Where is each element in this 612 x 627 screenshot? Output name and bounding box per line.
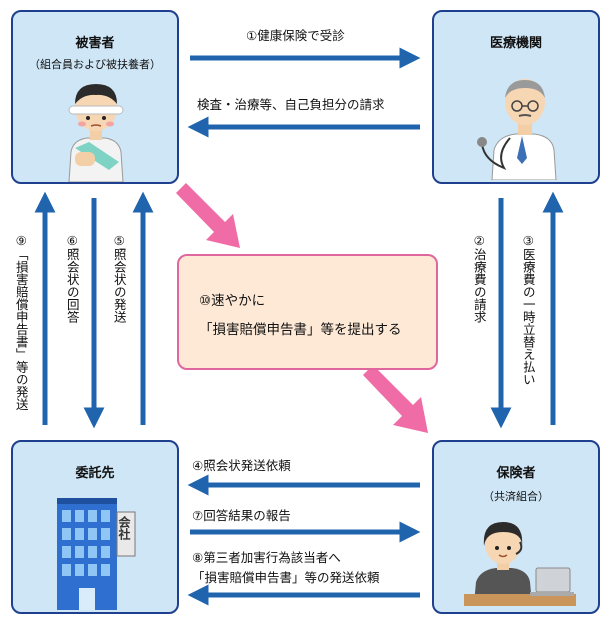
center-line-1: ⑩速やかに (199, 293, 266, 309)
insurer-subtitle: （共済組合） (483, 490, 549, 503)
pink-arrow-center-to-insurer (363, 365, 428, 433)
victim-title: 被害者 (75, 36, 115, 51)
contractor-box: 委託先 会社 (11, 440, 179, 614)
insurer-box: 保険者 （共済組合） (432, 440, 600, 614)
label-f1: ①健康保険で受診 (246, 28, 345, 43)
office-building-icon (57, 498, 136, 610)
label-f4: ④照会状発送依頼 (192, 458, 291, 473)
victim-subtitle: （組合員および被扶養者） (29, 58, 161, 71)
label-f5: ⑤照会状の発送 (111, 233, 127, 323)
center-callout: ⑩速やかに 「損害賠償申告書」等を提出する (177, 254, 438, 370)
contractor-title: 委託先 (75, 466, 115, 481)
building-sign: 会社 (117, 516, 131, 540)
pink-arrow-victim-to-center (176, 183, 240, 248)
hospital-box: 医療機関 (432, 10, 600, 184)
label-f7: ⑦回答結果の報告 (192, 508, 291, 523)
injured-person-icon (68, 84, 124, 182)
label-f9: ⑨「損害賠償申告書」等の発送 (13, 233, 29, 411)
label-f8-line2: 「損害賠償申告書」等の発送依頼 (192, 570, 380, 585)
office-worker-laptop-icon (464, 522, 576, 606)
doctor-icon (477, 79, 557, 180)
label-f6: ⑥照会状の回答 (64, 233, 80, 323)
label-f2: ②治療費の請求 (471, 233, 487, 323)
label-f3: ③医療費の一時立替え払い (520, 233, 536, 386)
hospital-title: 医療機関 (489, 36, 542, 51)
insurer-title: 保険者 (496, 466, 536, 481)
victim-box: 被害者 （組合員および被扶養者） (11, 10, 179, 184)
label-bill: 検査・治療等、自己負担分の請求 (197, 97, 385, 112)
label-f8-line1: ⑧第三者加害行為該当者へ (192, 550, 341, 565)
center-line-2: 「損害賠償申告書」等を提出する (199, 322, 402, 338)
